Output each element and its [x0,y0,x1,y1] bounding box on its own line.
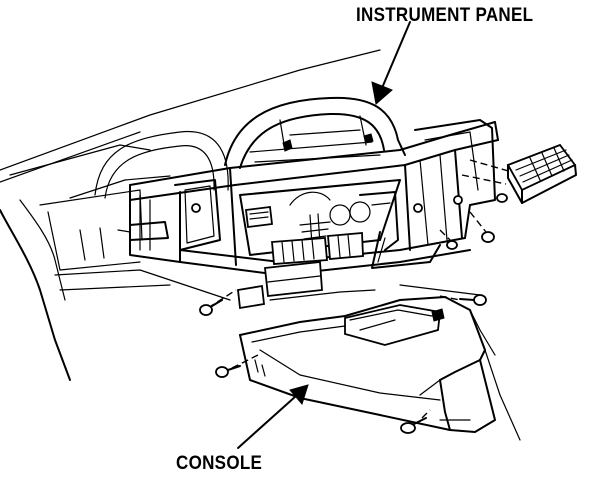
screw-panel-right [481,231,495,243]
screw-panel-center [446,240,458,250]
instrument-panel-label: INSTRUMENT PANEL [356,4,534,26]
screw-panel-upper-left [191,203,201,213]
console-leader [237,395,297,449]
screw-left-panel [199,304,213,316]
screw-console-left [215,366,229,378]
screw-panel-upper-right [413,203,423,213]
screw-console-right [473,294,487,306]
fasteners [191,195,495,434]
car-body-outline [0,49,381,381]
instrument-panel [117,96,499,310]
console-arrowhead [289,384,309,406]
console [239,284,521,441]
instrument-panel-leader [381,21,411,89]
screw-console-rear [400,422,416,434]
screw-panel-mid-right [453,195,463,205]
callout-arrows [237,21,411,449]
instrument-panel-arrowhead [371,81,393,105]
side-vent [461,143,577,204]
console-label: CONSOLE [176,452,263,474]
